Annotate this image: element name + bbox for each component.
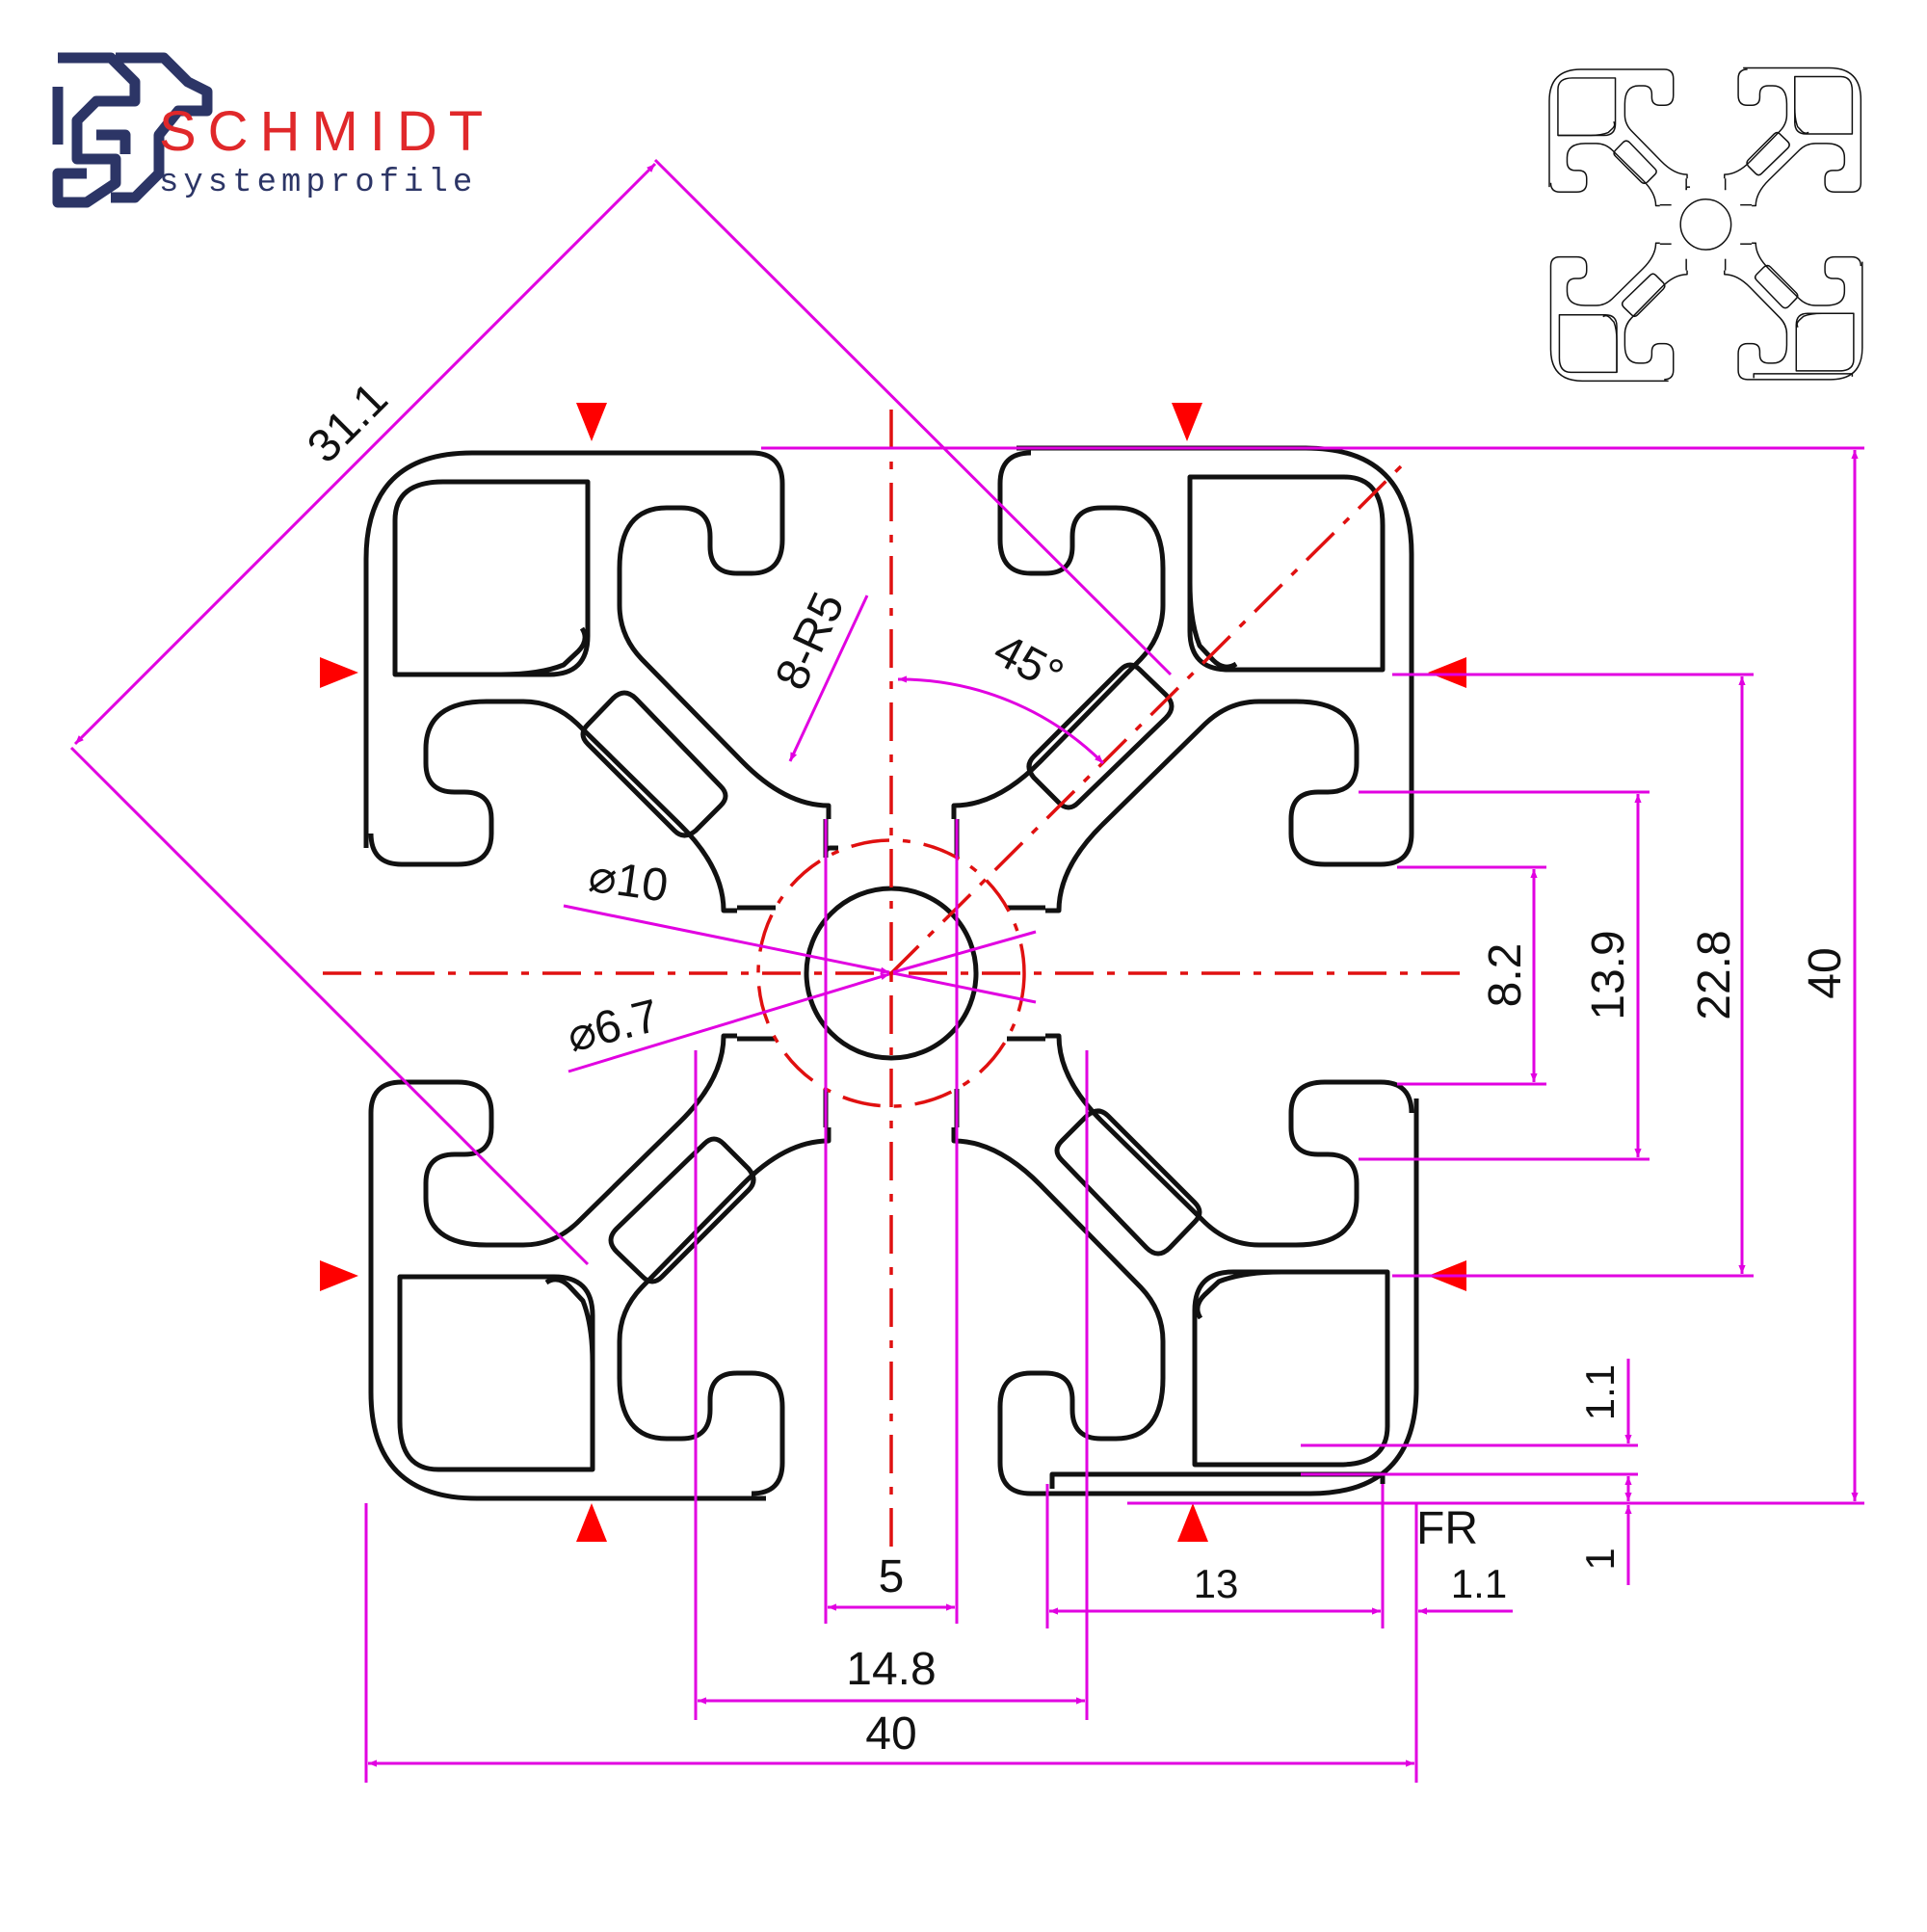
dim-bore-inner: ⌀6.7: [562, 991, 664, 1063]
dim-radius: 8-R5: [766, 585, 855, 698]
dim-wall-top: 1.1: [1577, 1364, 1623, 1420]
marker-top-left: [576, 403, 607, 441]
profile-outer-edge: [368, 699, 737, 913]
profile-diagonal-slot: [1754, 264, 1799, 309]
dim-width-total: 40: [865, 1708, 916, 1760]
profile-outer-edge: [368, 1033, 766, 1501]
profile-quadrant: [1623, 258, 1863, 381]
profile-diagonal-slot: [580, 690, 728, 838]
profile-corner-chamber: [1795, 312, 1855, 372]
profile-corner-chamber: [397, 1274, 595, 1472]
fr-label: FR: [1416, 1503, 1478, 1554]
profile-chamber-edge: [395, 626, 588, 677]
dim-slot-opening: 8.2: [1480, 943, 1531, 1008]
profile-chamber-edge: [1602, 314, 1618, 373]
center-bore: [804, 886, 979, 1061]
profile-outer-edge: [1548, 68, 1688, 188]
profile-corner-chamber: [392, 479, 591, 677]
profile-quadrant: [1549, 143, 1672, 383]
profile-outer-edge: [1724, 68, 1788, 179]
profile-quadrant: [368, 699, 776, 1501]
profile-corner-chamber: [1558, 314, 1618, 374]
profile-chamber-edge: [1557, 120, 1616, 137]
dim-bore-outer: ⌀10: [586, 851, 672, 913]
profile-outer-edge: [1724, 261, 1863, 381]
profile-corner-chamber: [1557, 77, 1617, 137]
dim-slot-depth-width: 13.9: [1583, 930, 1634, 1019]
marker-left-upper: [320, 657, 358, 688]
dim-angle: 45°: [986, 624, 1071, 702]
profile-quadrant: [1740, 66, 1862, 306]
profile-chamber-edge: [544, 1277, 595, 1469]
profile-outer-edge: [951, 1098, 1419, 1496]
profile-quadrant: [617, 1089, 1419, 1496]
brand-logo: SCHMIDT systemprofile: [52, 52, 494, 208]
marker-top-right: [1172, 403, 1202, 441]
profile-outer-edge: [1623, 270, 1688, 381]
profile-chamber-edge: [1195, 1269, 1387, 1320]
profile-diagonal-slot: [608, 1136, 756, 1284]
marker-left-lower: [320, 1260, 358, 1291]
dim-wall: 1: [1577, 1548, 1623, 1570]
profile-diagonal-slot: [1054, 1108, 1202, 1257]
brand-tagline: systemprofile: [159, 165, 477, 201]
dimension-lines: [69, 158, 1864, 1783]
profile-diagonal-slot: [1621, 273, 1666, 318]
centerlines: [323, 410, 1465, 1561]
profile-quadrant: [1007, 445, 1414, 1248]
profile-outer-edge: [1752, 242, 1862, 306]
profile-outer-edge: [617, 1127, 832, 1496]
marker-bottom-right: [1177, 1503, 1208, 1542]
profile-corner-chamber: [1794, 75, 1854, 135]
dim-diagonal: 31.1: [298, 373, 398, 473]
profile-outer-edge: [1549, 143, 1660, 207]
profile-corner-chamber: [1192, 1269, 1390, 1468]
brand-name: SCHMIDT: [159, 100, 494, 163]
profile-diagonal-slot: [1613, 140, 1657, 185]
profile-thumbnail: [1548, 66, 1863, 383]
profile-outer-edge: [1016, 445, 1414, 913]
marker-bottom-left: [576, 1503, 607, 1542]
profile-chamber-edge: [1794, 76, 1809, 134]
profile-corner-chamber: [1187, 474, 1386, 673]
bore-outer-circle: [756, 838, 1026, 1108]
fr-notch: [1753, 373, 1854, 379]
centerline-diagonal: [889, 459, 1409, 975]
dim-fr-gap: 13: [1194, 1561, 1239, 1606]
profile-thumbnail-outline: [1548, 66, 1863, 383]
dim-height-total: 40: [1800, 947, 1851, 998]
fr-notch: [1049, 1471, 1386, 1489]
center-bore: [1679, 198, 1732, 251]
dim-wall-right: 1.1: [1451, 1561, 1507, 1606]
profile-outer-edge: [1549, 242, 1669, 383]
profile-chamber-edge: [1796, 312, 1854, 329]
profile-quadrant: [1548, 68, 1788, 191]
dim-slot-spacing: 22.8: [1689, 930, 1740, 1019]
profile-chamber-edge: [1187, 477, 1238, 670]
profile-outer-edge: [1045, 1033, 1414, 1248]
marker-right-upper: [1428, 657, 1466, 688]
profile-diagonal-slot: [1746, 131, 1790, 176]
dim-inner-width: 14.8: [846, 1644, 936, 1695]
dim-core-width: 5: [879, 1551, 905, 1602]
dimension-labels: 40 14.8 5 13 1.1 FR 40 22.8 13.9 8.2 1.1…: [298, 373, 1851, 1760]
profile-outer-edge: [1743, 66, 1862, 207]
